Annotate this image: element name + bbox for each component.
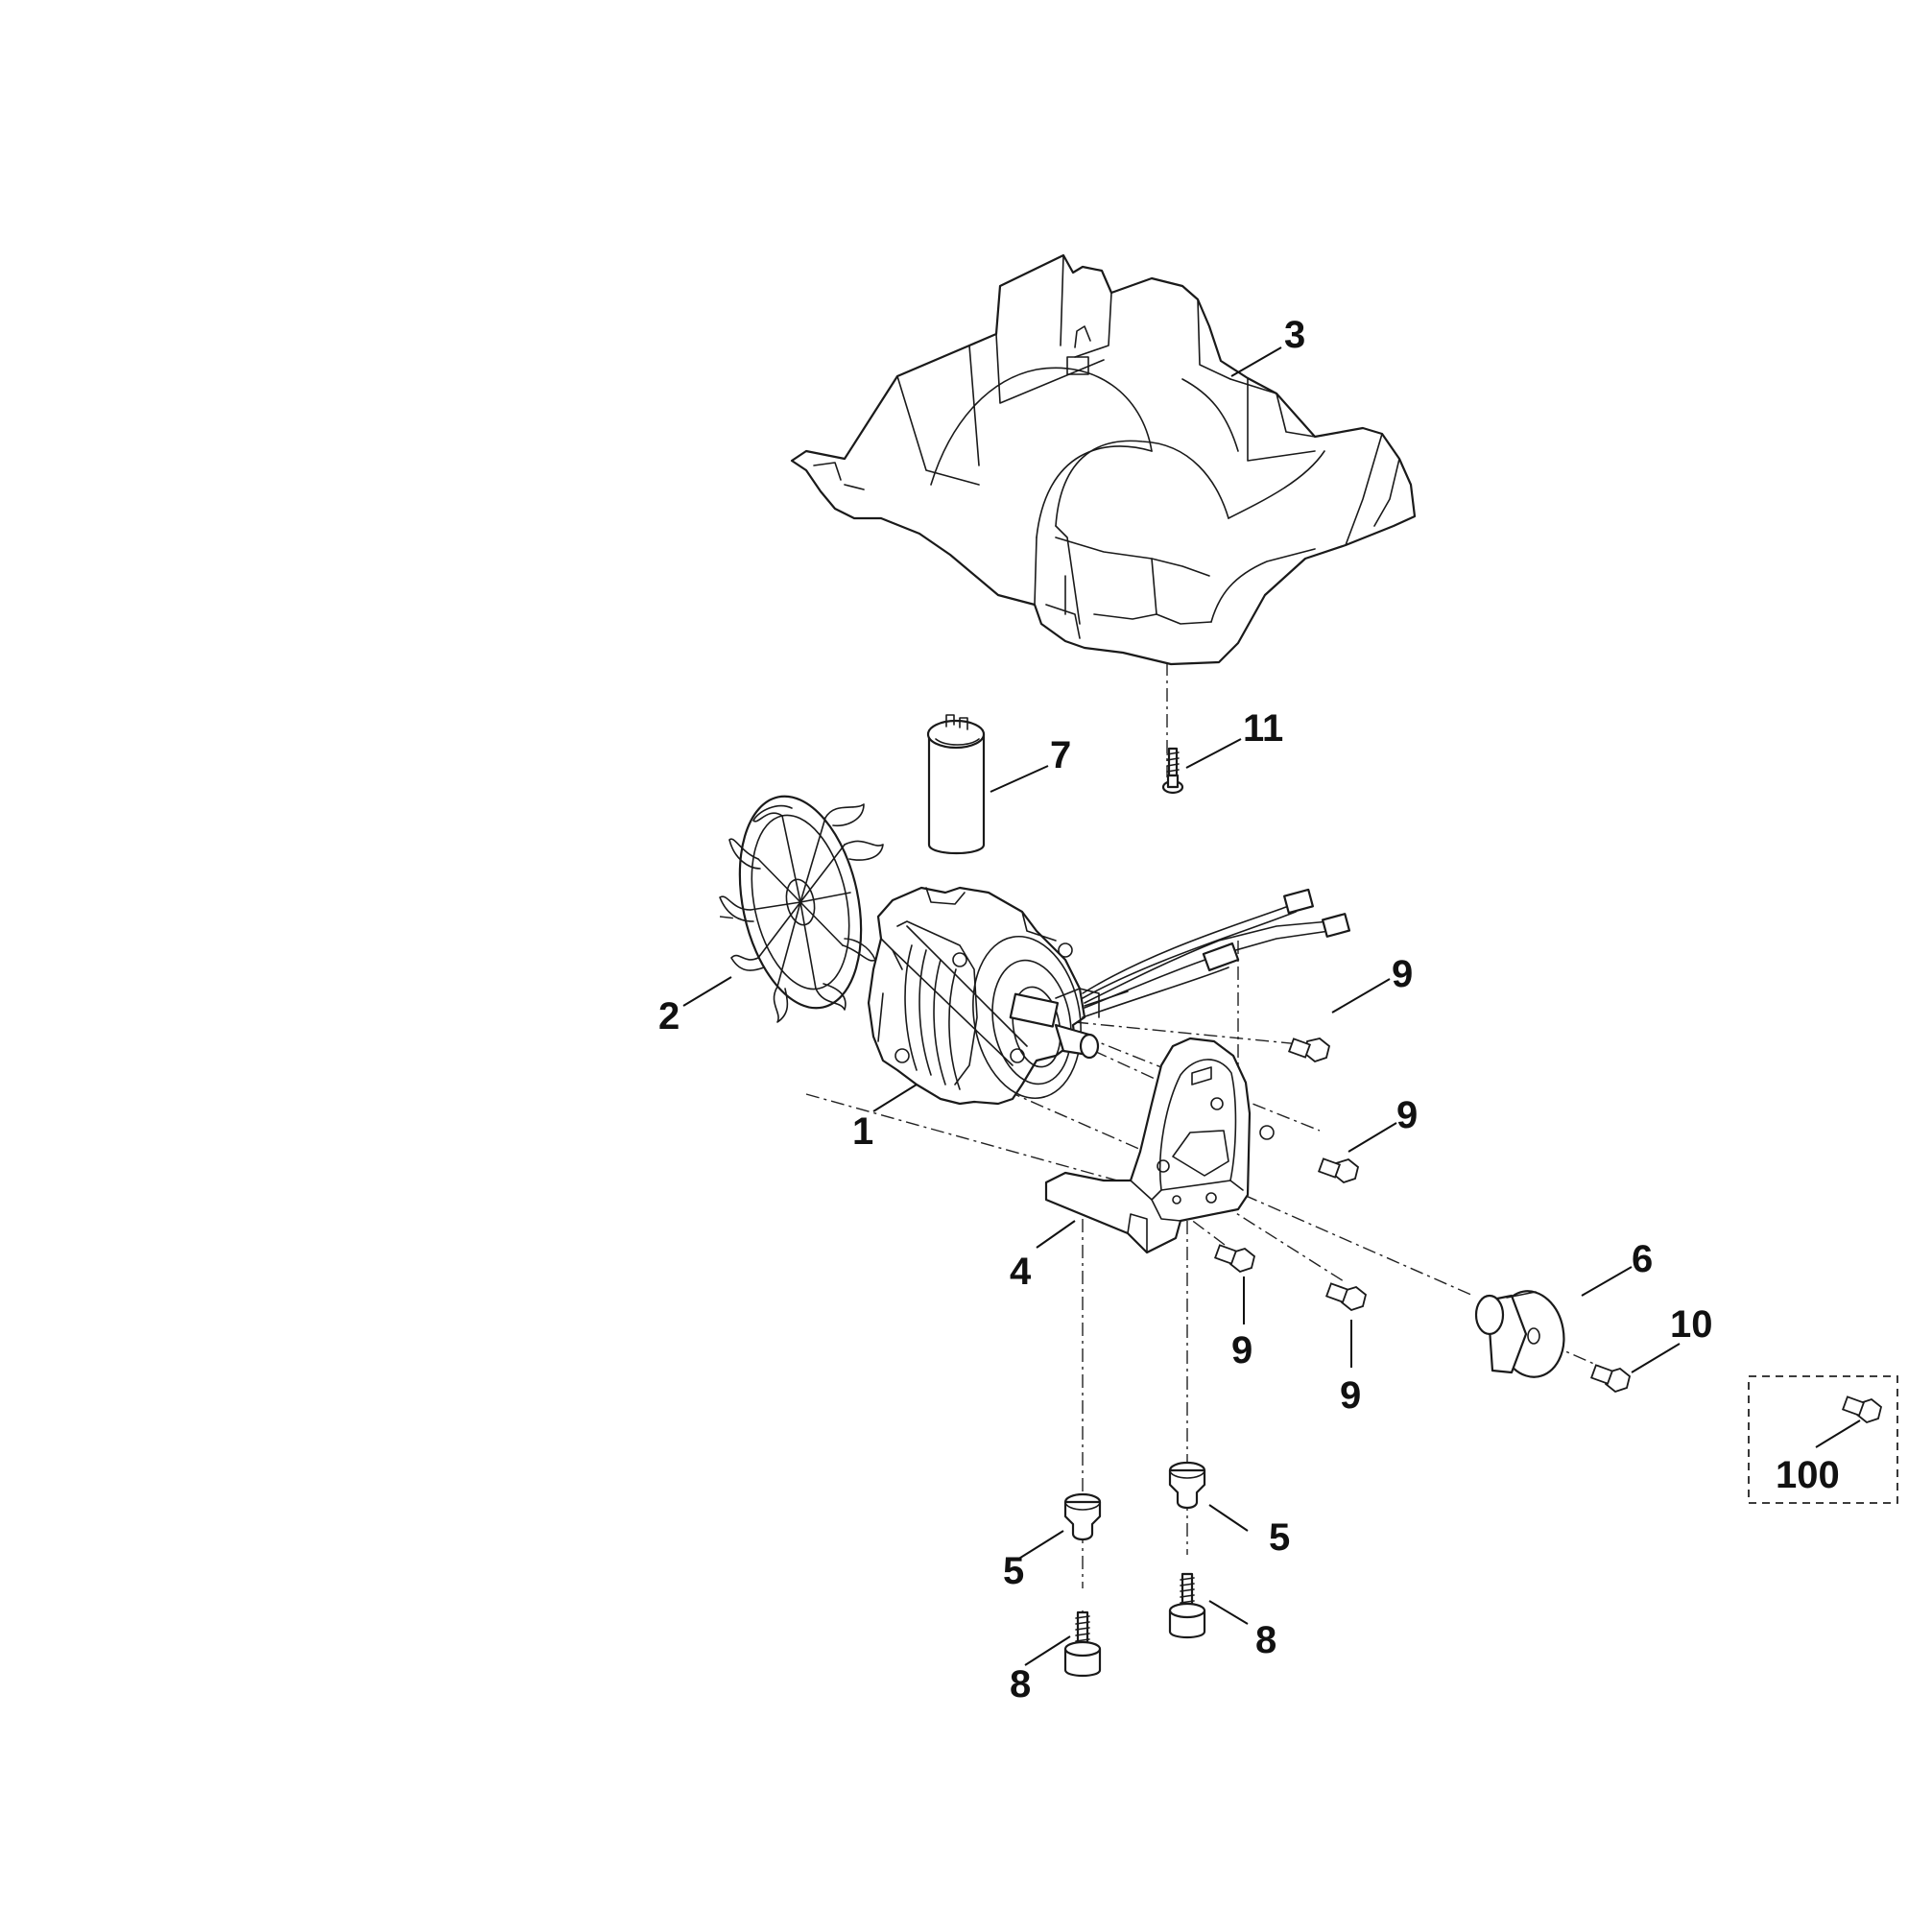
callout-labels: 3 11 7 2 1 9 9 4 9 9 6 10 100 5 5 8 8 xyxy=(658,314,1840,1705)
callout-9-middle: 9 xyxy=(1396,1094,1418,1136)
mounting-screw-right xyxy=(1168,1572,1206,1639)
callout-5-right: 5 xyxy=(1269,1516,1290,1559)
hex-bolt-9-middle xyxy=(1317,1157,1360,1184)
screw-11 xyxy=(1161,747,1184,795)
fan-impeller xyxy=(719,795,884,1023)
hex-bolt-9-top xyxy=(1287,1038,1331,1063)
optional-kit-box xyxy=(1748,1375,1898,1504)
motor-wires xyxy=(1082,888,1351,1018)
callout-1: 1 xyxy=(852,1110,873,1153)
callout-3: 3 xyxy=(1284,314,1305,356)
callout-100: 100 xyxy=(1776,1454,1840,1496)
motor-mount-bracket xyxy=(1044,1037,1275,1254)
callout-9-lower-left: 9 xyxy=(1231,1329,1252,1371)
callout-11: 11 xyxy=(1243,707,1283,750)
electric-motor xyxy=(867,886,1100,1106)
callout-7: 7 xyxy=(1050,734,1071,776)
callout-5-left: 5 xyxy=(1003,1550,1024,1592)
callout-6: 6 xyxy=(1632,1238,1653,1280)
rubber-bushing-left xyxy=(1063,1492,1102,1541)
leader-lines xyxy=(682,346,1861,1666)
mounting-screw-left xyxy=(1063,1610,1102,1678)
pulley xyxy=(1474,1290,1565,1378)
capacitor xyxy=(926,714,986,854)
rubber-bushing-right xyxy=(1168,1461,1206,1510)
hex-bolt-10 xyxy=(1589,1364,1632,1394)
callout-4: 4 xyxy=(1010,1251,1032,1293)
callout-2: 2 xyxy=(658,995,680,1038)
callout-8-left: 8 xyxy=(1010,1663,1031,1705)
hex-bolt-9-lower-left xyxy=(1213,1244,1256,1274)
housing-cover xyxy=(790,253,1417,666)
callout-9-top: 9 xyxy=(1392,953,1413,995)
callout-9-lower-right: 9 xyxy=(1340,1374,1361,1417)
hex-bolt-9-lower-right xyxy=(1324,1282,1368,1312)
callout-8-right: 8 xyxy=(1255,1619,1276,1661)
callout-10: 10 xyxy=(1670,1303,1713,1346)
